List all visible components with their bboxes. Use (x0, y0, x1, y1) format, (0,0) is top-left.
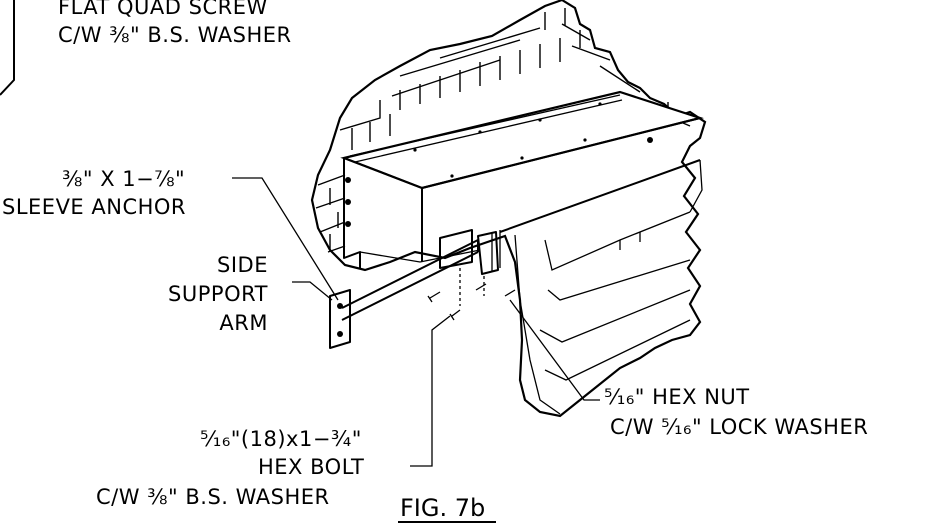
sleeve-bottom (359, 249, 481, 263)
anchor-label-line1: ⅜" X 1−⅞" (62, 167, 185, 191)
rivet-dots (413, 102, 653, 178)
anchor-leader (232, 177, 339, 301)
arm-wall-plate (329, 289, 351, 349)
nut-label-line1: ⁵⁄₁₆" HEX NUT (604, 385, 750, 409)
exploded-fasteners (427, 268, 516, 321)
plate-bolt-bottom (337, 331, 343, 337)
arm-label-line2: SUPPORT (168, 282, 268, 306)
bolt-label-line2: HEX BOLT (258, 455, 364, 479)
nut-studs (491, 230, 501, 272)
top-label-line2: C/W ⅜" B.S. WASHER (58, 23, 292, 47)
wall-outline (310, 0, 707, 418)
arm-label-line1: SIDE (217, 253, 268, 277)
flange-edge (349, 94, 623, 163)
bolt-leader (410, 315, 451, 467)
figure-caption: FIG. 7b (400, 494, 485, 522)
plate-bolt-top (337, 303, 343, 309)
anchor-dots (345, 177, 351, 227)
nut-leader (509, 299, 600, 401)
drape-panels (514, 159, 703, 415)
arm-label-line3: ARM (219, 311, 268, 335)
nut-label-line2: C/W ⁵⁄₁₆" LOCK WASHER (610, 415, 868, 439)
arm-leader (292, 281, 333, 301)
brick-hatching (315, 8, 691, 253)
side-support-arm (341, 239, 479, 321)
hex-nut-bracket (477, 231, 499, 275)
bolt-label-line1: ⁵⁄₁₆"(18)x1−¾" (200, 427, 362, 451)
top-leader-bracket (0, 0, 15, 96)
anchor-label-line2: SLEEVE ANCHOR (2, 195, 186, 219)
top-label-line1: FLAT QUAD SCREW (58, 0, 268, 19)
bolt-label-line3: C/W ⅜" B.S. WASHER (96, 485, 330, 509)
sleeve-right-edge (421, 117, 701, 233)
